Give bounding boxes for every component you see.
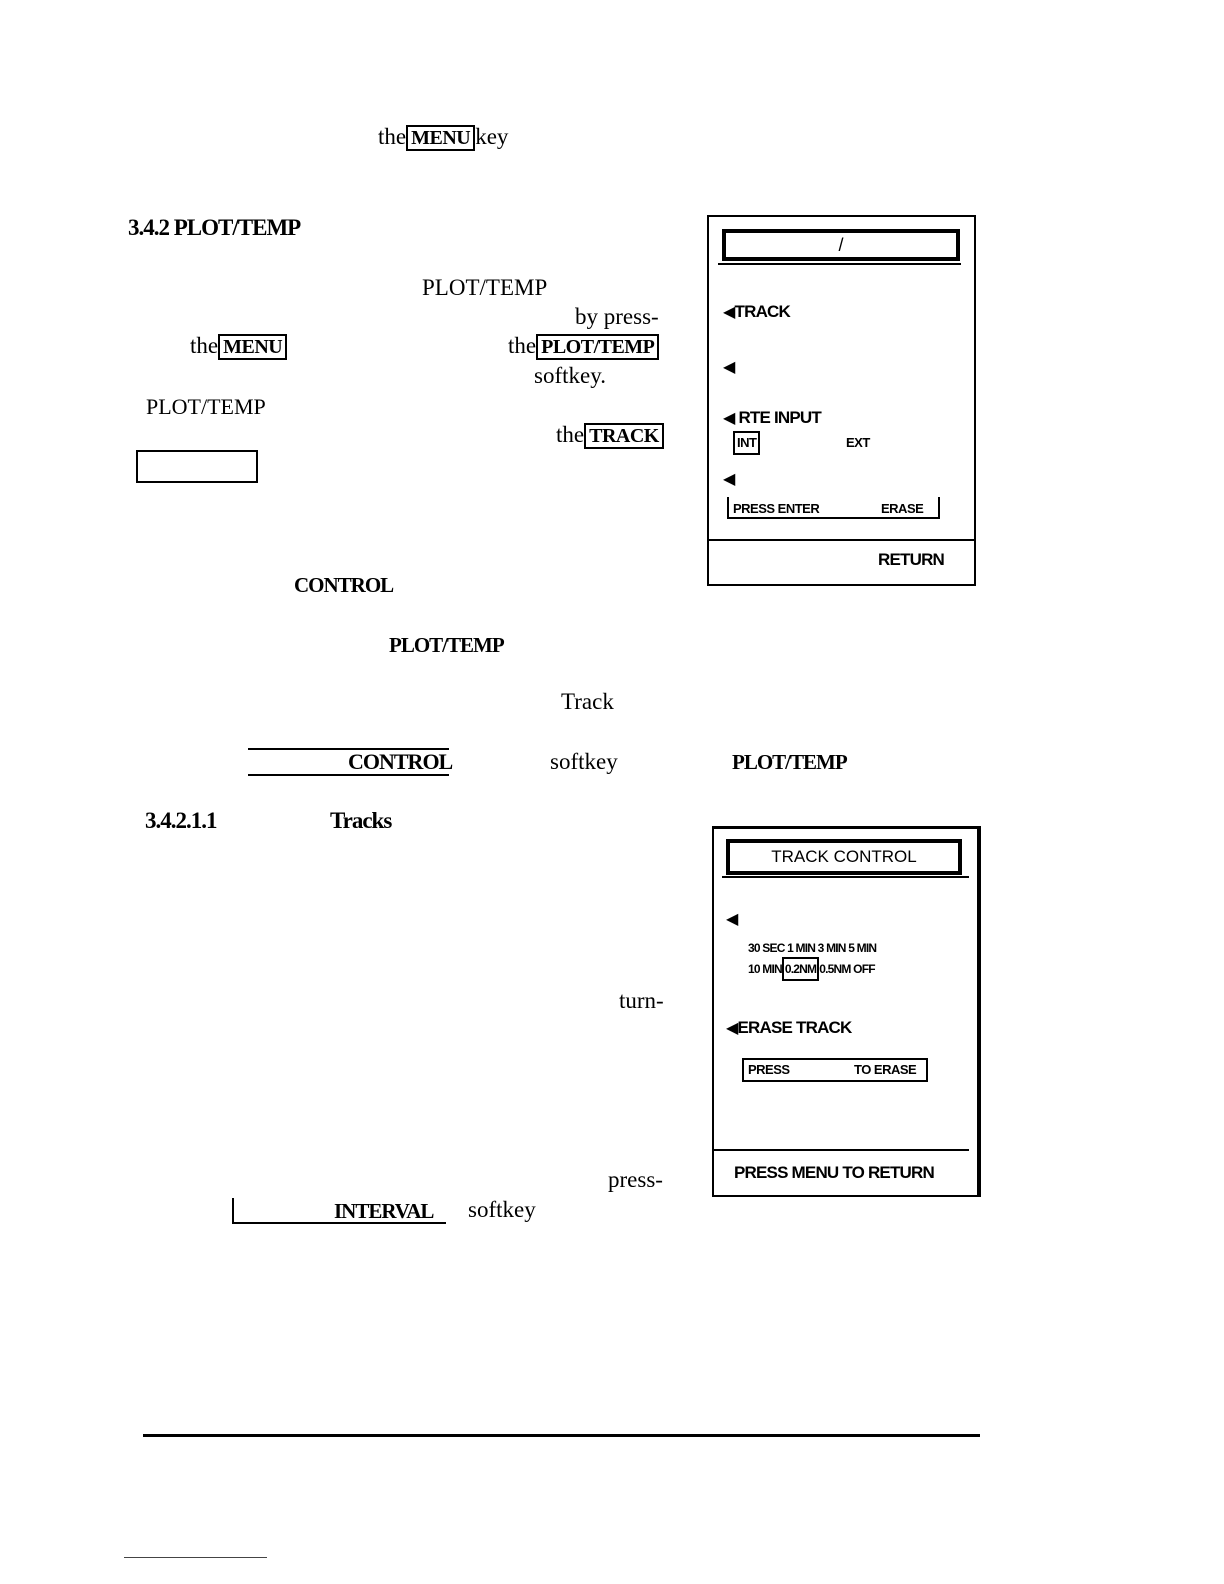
- interval-option: 10 MIN: [748, 962, 783, 976]
- arrow-left-icon: ◀: [726, 1020, 738, 1037]
- plot-temp-screen: / ◀TRACK ◀ ◀ RTE INPUT INT EXT ◀ PRESS E…: [707, 215, 976, 586]
- plot-temp-label-1: PLOT/TEMP: [422, 275, 548, 300]
- menu-item-blank-1: ◀: [723, 357, 735, 378]
- plot-temp-label-3: PLOT/TEMP: [389, 633, 505, 657]
- subsection-title: Tracks: [330, 808, 392, 833]
- press-text: press-: [608, 1167, 663, 1192]
- word-the: the: [508, 333, 537, 358]
- section-number: 3.4.2: [128, 215, 170, 240]
- plot-temp-key: PLOT/TEMP: [536, 334, 660, 360]
- section-heading: 3.4.2 PLOT/TEMP: [128, 215, 301, 241]
- press-label: PRESS: [748, 1062, 790, 1077]
- rte-option-int: INT: [733, 431, 761, 455]
- word-the: the: [378, 124, 407, 149]
- footer-divider: [714, 1149, 969, 1151]
- menu-item-erase-track: ◀ERASE TRACK: [726, 1018, 852, 1039]
- subsection-heading: 3.4.2.1.1: [145, 808, 217, 834]
- screen-title-bar: /: [722, 229, 960, 261]
- interval-softkey-underline: [232, 1198, 446, 1224]
- screen-title: /: [838, 235, 844, 255]
- footer-divider: [709, 539, 974, 541]
- menu-key: MENU: [406, 125, 476, 151]
- interval-option: 3 MIN: [817, 941, 847, 955]
- title-underline: [722, 876, 969, 878]
- arrow-left-icon: ◀: [723, 471, 735, 488]
- interval-option: 5 MIN: [848, 941, 877, 955]
- softkey-text-3: softkey: [468, 1197, 536, 1222]
- turn-text: turn-: [619, 988, 664, 1013]
- menu-item-interval: ◀: [726, 909, 738, 930]
- interval-option: 30 SEC: [748, 941, 785, 955]
- to-erase-label: TO ERASE: [854, 1062, 917, 1077]
- title-underline: [718, 263, 961, 265]
- screen-title-bar: TRACK CONTROL: [726, 839, 962, 875]
- menu-item-blank-2: ◀: [723, 469, 735, 490]
- item-label: ERASE TRACK: [737, 1018, 853, 1037]
- arrow-left-icon: ◀: [726, 911, 738, 928]
- section-title: PLOT/TEMP: [173, 215, 301, 240]
- menu-item-track: ◀TRACK: [723, 302, 791, 323]
- press-to-erase-box: [742, 1058, 928, 1082]
- empty-key-box: [136, 450, 258, 483]
- option-selected: INT: [733, 431, 761, 455]
- interval-option: OFF: [853, 962, 875, 976]
- control-label-2: CONTROL: [348, 749, 453, 774]
- item-label: RTE INPUT: [738, 408, 821, 427]
- page-bottom-rule: [143, 1434, 980, 1437]
- arrow-left-icon: ◀: [723, 359, 735, 376]
- footer-label: PRESS MENU TO RETURN: [734, 1163, 935, 1182]
- menu-key-2: MENU: [218, 334, 288, 360]
- interval-label: INTERVAL: [334, 1199, 434, 1223]
- arrow-left-icon: ◀: [723, 410, 735, 427]
- track-key: TRACK: [584, 423, 664, 449]
- track-word: Track: [561, 689, 614, 714]
- interval-selected: 0.2NM: [781, 957, 820, 981]
- track-control-screen: TRACK CONTROL ◀ 30 SEC 1 MIN 3 MIN 5 MIN…: [712, 826, 981, 1197]
- word-key: key: [475, 124, 509, 149]
- plot-temp-label-4: PLOT/TEMP: [732, 750, 848, 774]
- softkey-text-2: softkey: [550, 749, 618, 774]
- arrow-left-icon: ◀: [723, 304, 735, 321]
- softkey-text-1: softkey.: [534, 363, 606, 388]
- control-softkey-underline: [248, 748, 449, 776]
- item-label: TRACK: [734, 302, 791, 321]
- screen-title: TRACK CONTROL: [771, 847, 917, 866]
- rte-option-ext: EXT: [846, 433, 870, 453]
- plot-temp-label-2: PLOT/TEMP: [146, 394, 266, 419]
- word-the: the: [556, 422, 585, 447]
- by-press-text: by press-: [575, 304, 659, 329]
- press-enter-label: PRESS ENTER: [733, 501, 820, 516]
- interval-row-1: 30 SEC 1 MIN 3 MIN 5 MIN: [748, 938, 877, 958]
- option-label: EXT: [846, 435, 870, 450]
- menu-item-rte-input: ◀ RTE INPUT: [723, 408, 822, 429]
- interval-option: 0.5NM: [819, 962, 851, 976]
- erase-label: ERASE: [881, 501, 924, 516]
- press-enter-box: [727, 497, 940, 519]
- footer-short-rule: [124, 1557, 267, 1558]
- word-the: the: [190, 333, 219, 358]
- interval-option: 1 MIN: [787, 941, 816, 955]
- subsection-number: 3.4.2.1.1: [145, 808, 217, 833]
- return-label: RETURN: [878, 550, 945, 569]
- control-label-1: CONTROL: [294, 573, 394, 597]
